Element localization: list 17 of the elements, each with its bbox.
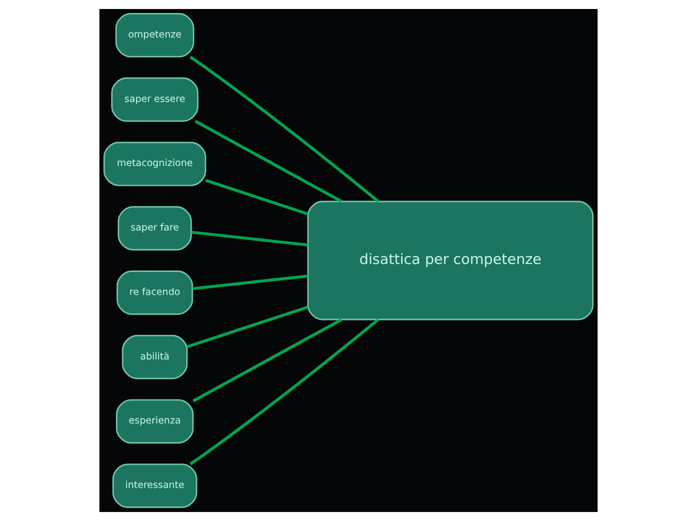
connector	[189, 55, 378, 202]
connector	[204, 178, 308, 215]
node-box: metacognizione	[102, 141, 206, 186]
connector	[190, 230, 308, 246]
node-box: interessante	[112, 463, 197, 508]
node-box: re facendo	[116, 270, 193, 314]
connector	[186, 305, 308, 348]
connector	[189, 318, 378, 465]
connector	[192, 274, 308, 290]
node-box: ompetenze	[114, 12, 194, 57]
node-box: saper essere	[110, 76, 198, 122]
connector	[194, 119, 342, 202]
node-box: abilità	[121, 334, 188, 379]
node-box: disattica per competenze	[306, 200, 594, 320]
connector	[192, 318, 342, 402]
node-box: esperienza	[115, 398, 194, 444]
node-box: saper fare	[117, 206, 192, 250]
